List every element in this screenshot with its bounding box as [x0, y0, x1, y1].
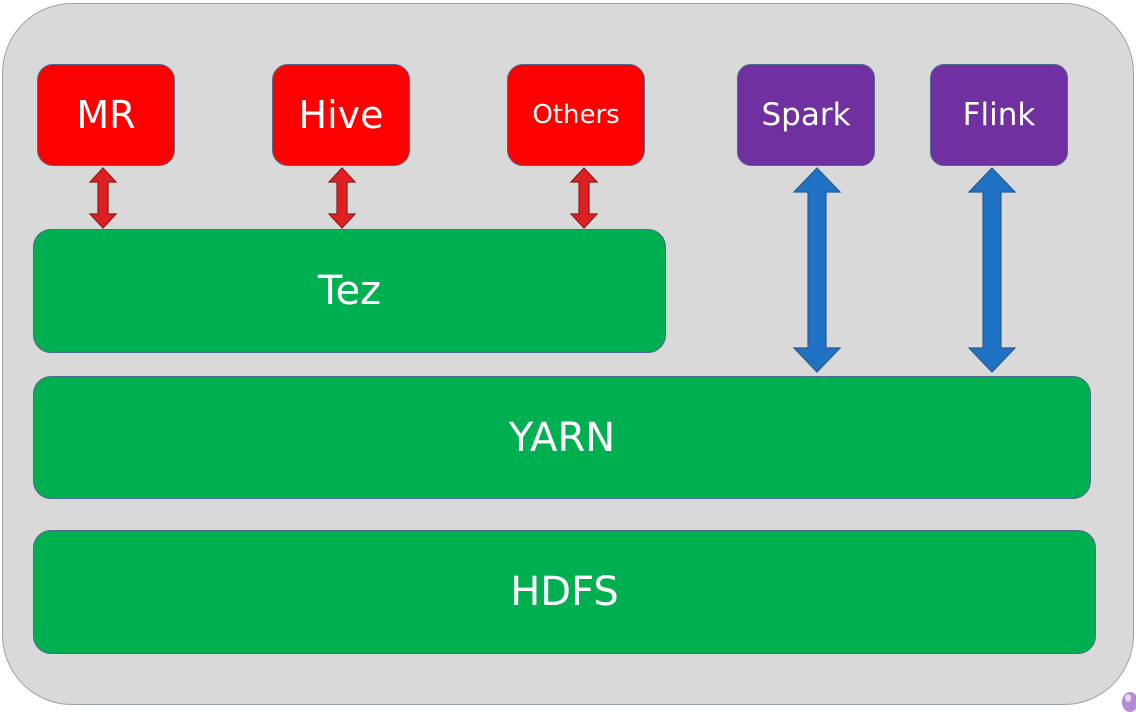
- tez-layer: Tez: [33, 229, 666, 353]
- spark-box: Spark: [737, 64, 875, 166]
- spark-label: Spark: [761, 97, 851, 133]
- flink-label: Flink: [962, 97, 1036, 133]
- yarn-layer: YARN: [33, 376, 1091, 499]
- yarn-label: YARN: [508, 414, 616, 461]
- tez-label: Tez: [317, 268, 382, 314]
- hdfs-label: HDFS: [510, 569, 619, 615]
- hive-label: Hive: [298, 93, 384, 137]
- flink-box: Flink: [930, 64, 1068, 166]
- hdfs-layer: HDFS: [33, 530, 1096, 654]
- mr-box: MR: [37, 64, 175, 166]
- hive-box: Hive: [272, 64, 410, 166]
- others-label: Others: [532, 100, 620, 130]
- logo-icon: [1122, 692, 1136, 712]
- others-box: Others: [507, 64, 645, 166]
- mr-label: MR: [76, 93, 136, 137]
